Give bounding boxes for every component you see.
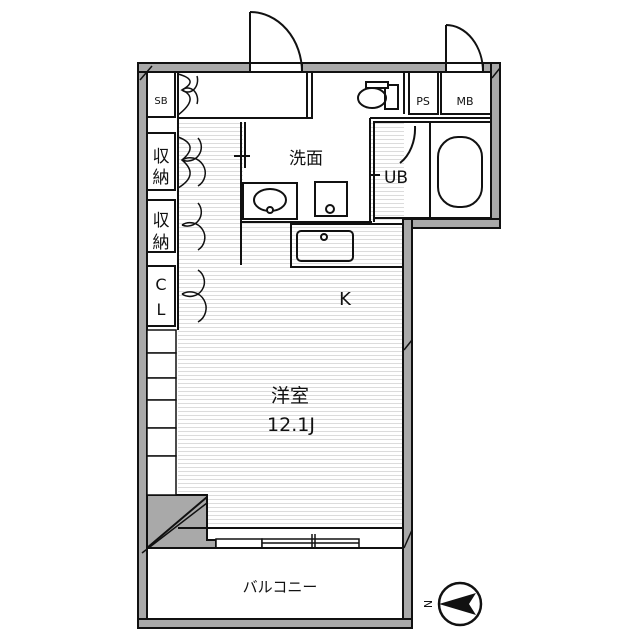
storage2-label-bottom: 納: [153, 233, 170, 253]
sb-label: SB: [154, 96, 167, 107]
kitchen-counter: [290, 223, 404, 268]
bathtub-area: [429, 121, 492, 219]
closet-label-bottom: L: [157, 300, 166, 319]
kitchen-sink: [296, 230, 354, 262]
western-room-size: 12.1J: [267, 414, 315, 436]
outer-walls: [137, 62, 501, 629]
washing-machine-space: [314, 181, 348, 217]
closet-label-top: C: [155, 275, 166, 294]
entry-floor: [178, 72, 312, 118]
storage1-label-bottom: 納: [153, 168, 170, 188]
western-room-label: 洋室: [271, 385, 309, 407]
storage-1: [146, 132, 176, 191]
wash-basin: [242, 182, 298, 220]
ub-door[interactable]: [399, 125, 417, 164]
entrance-door[interactable]: [249, 11, 303, 73]
pipe-space: [408, 71, 439, 115]
compass-icon: N: [422, 581, 483, 627]
pipe-space-label: PS: [416, 95, 430, 108]
sb-closet: [146, 71, 176, 118]
meter-box-label: MB: [456, 95, 473, 108]
kitchen-label: K: [339, 289, 352, 310]
storage-shelves: [146, 329, 177, 496]
closet-doors[interactable]: [177, 73, 207, 323]
balcony: [146, 547, 404, 620]
storage-2: [146, 199, 176, 253]
meter-box-door[interactable]: [445, 24, 484, 73]
storage1-label-top: 収: [153, 147, 170, 167]
balcony-label: バルコニー: [243, 578, 318, 596]
meter-box: [440, 71, 492, 115]
washroom-label: 洗面: [289, 149, 323, 169]
bathtub: [437, 136, 483, 208]
washroom-floor: [243, 118, 371, 222]
toilet-icon: [357, 87, 387, 109]
compass-north-label: N: [422, 600, 435, 608]
closet: [146, 265, 176, 327]
unit-bath-label: UB: [384, 168, 408, 188]
storage2-label-top: 収: [153, 211, 170, 231]
